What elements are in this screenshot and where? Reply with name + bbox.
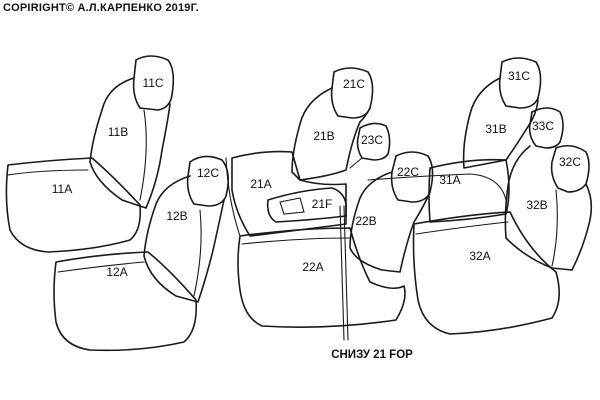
backrest-21b (291, 87, 371, 181)
label-23c: 23C (361, 133, 383, 147)
label-22a: 22A (302, 260, 323, 274)
cushion-11a (5, 157, 142, 253)
headrest-23c (356, 122, 391, 161)
label-32a: 32A (469, 249, 490, 263)
backpanel-21a (231, 150, 347, 237)
label-12c: 12C (197, 166, 219, 180)
label-21f: 21F (312, 197, 333, 211)
backrest-12b (143, 175, 225, 303)
label-31a: 31A (439, 173, 460, 187)
headrest-33c (528, 107, 564, 149)
label-32b: 32B (526, 198, 547, 212)
label-22b: 22B (355, 214, 376, 228)
label-11a: 11A (52, 182, 72, 196)
bottom-note: СНИЗУ 21 FOP (331, 349, 413, 361)
label-21b: 21B (313, 129, 334, 143)
headrest-11c (132, 55, 175, 111)
headrest-12c (186, 155, 230, 207)
backrest-11b (89, 77, 171, 209)
backrest-22b (349, 171, 431, 273)
backrest-31b (462, 77, 539, 169)
cushion-12a (53, 251, 198, 352)
label-12a: 12A (106, 265, 127, 279)
note-pointer (343, 205, 349, 341)
armrest-lid (279, 197, 305, 215)
cushion-32a (412, 211, 560, 335)
label-11b: 11B (108, 125, 128, 139)
label-22c: 22C (397, 165, 419, 179)
label-11c: 11C (142, 76, 163, 90)
cushion-22a (237, 227, 406, 328)
label-33c: 33C (532, 119, 554, 133)
headrest-21c (330, 67, 374, 119)
label-32c: 32C (559, 155, 581, 169)
armrest-21f (266, 187, 347, 223)
label-21c: 21C (343, 77, 365, 91)
label-12b: 12B (166, 209, 187, 223)
label-31b: 31B (485, 122, 506, 136)
copyright-text: COPIRIGHT© А.Л.КАРПЕНКО 2019Г. (3, 2, 199, 14)
label-21a: 21A (250, 177, 271, 191)
label-31c: 31C (508, 69, 530, 83)
backrest-32b (504, 145, 593, 271)
